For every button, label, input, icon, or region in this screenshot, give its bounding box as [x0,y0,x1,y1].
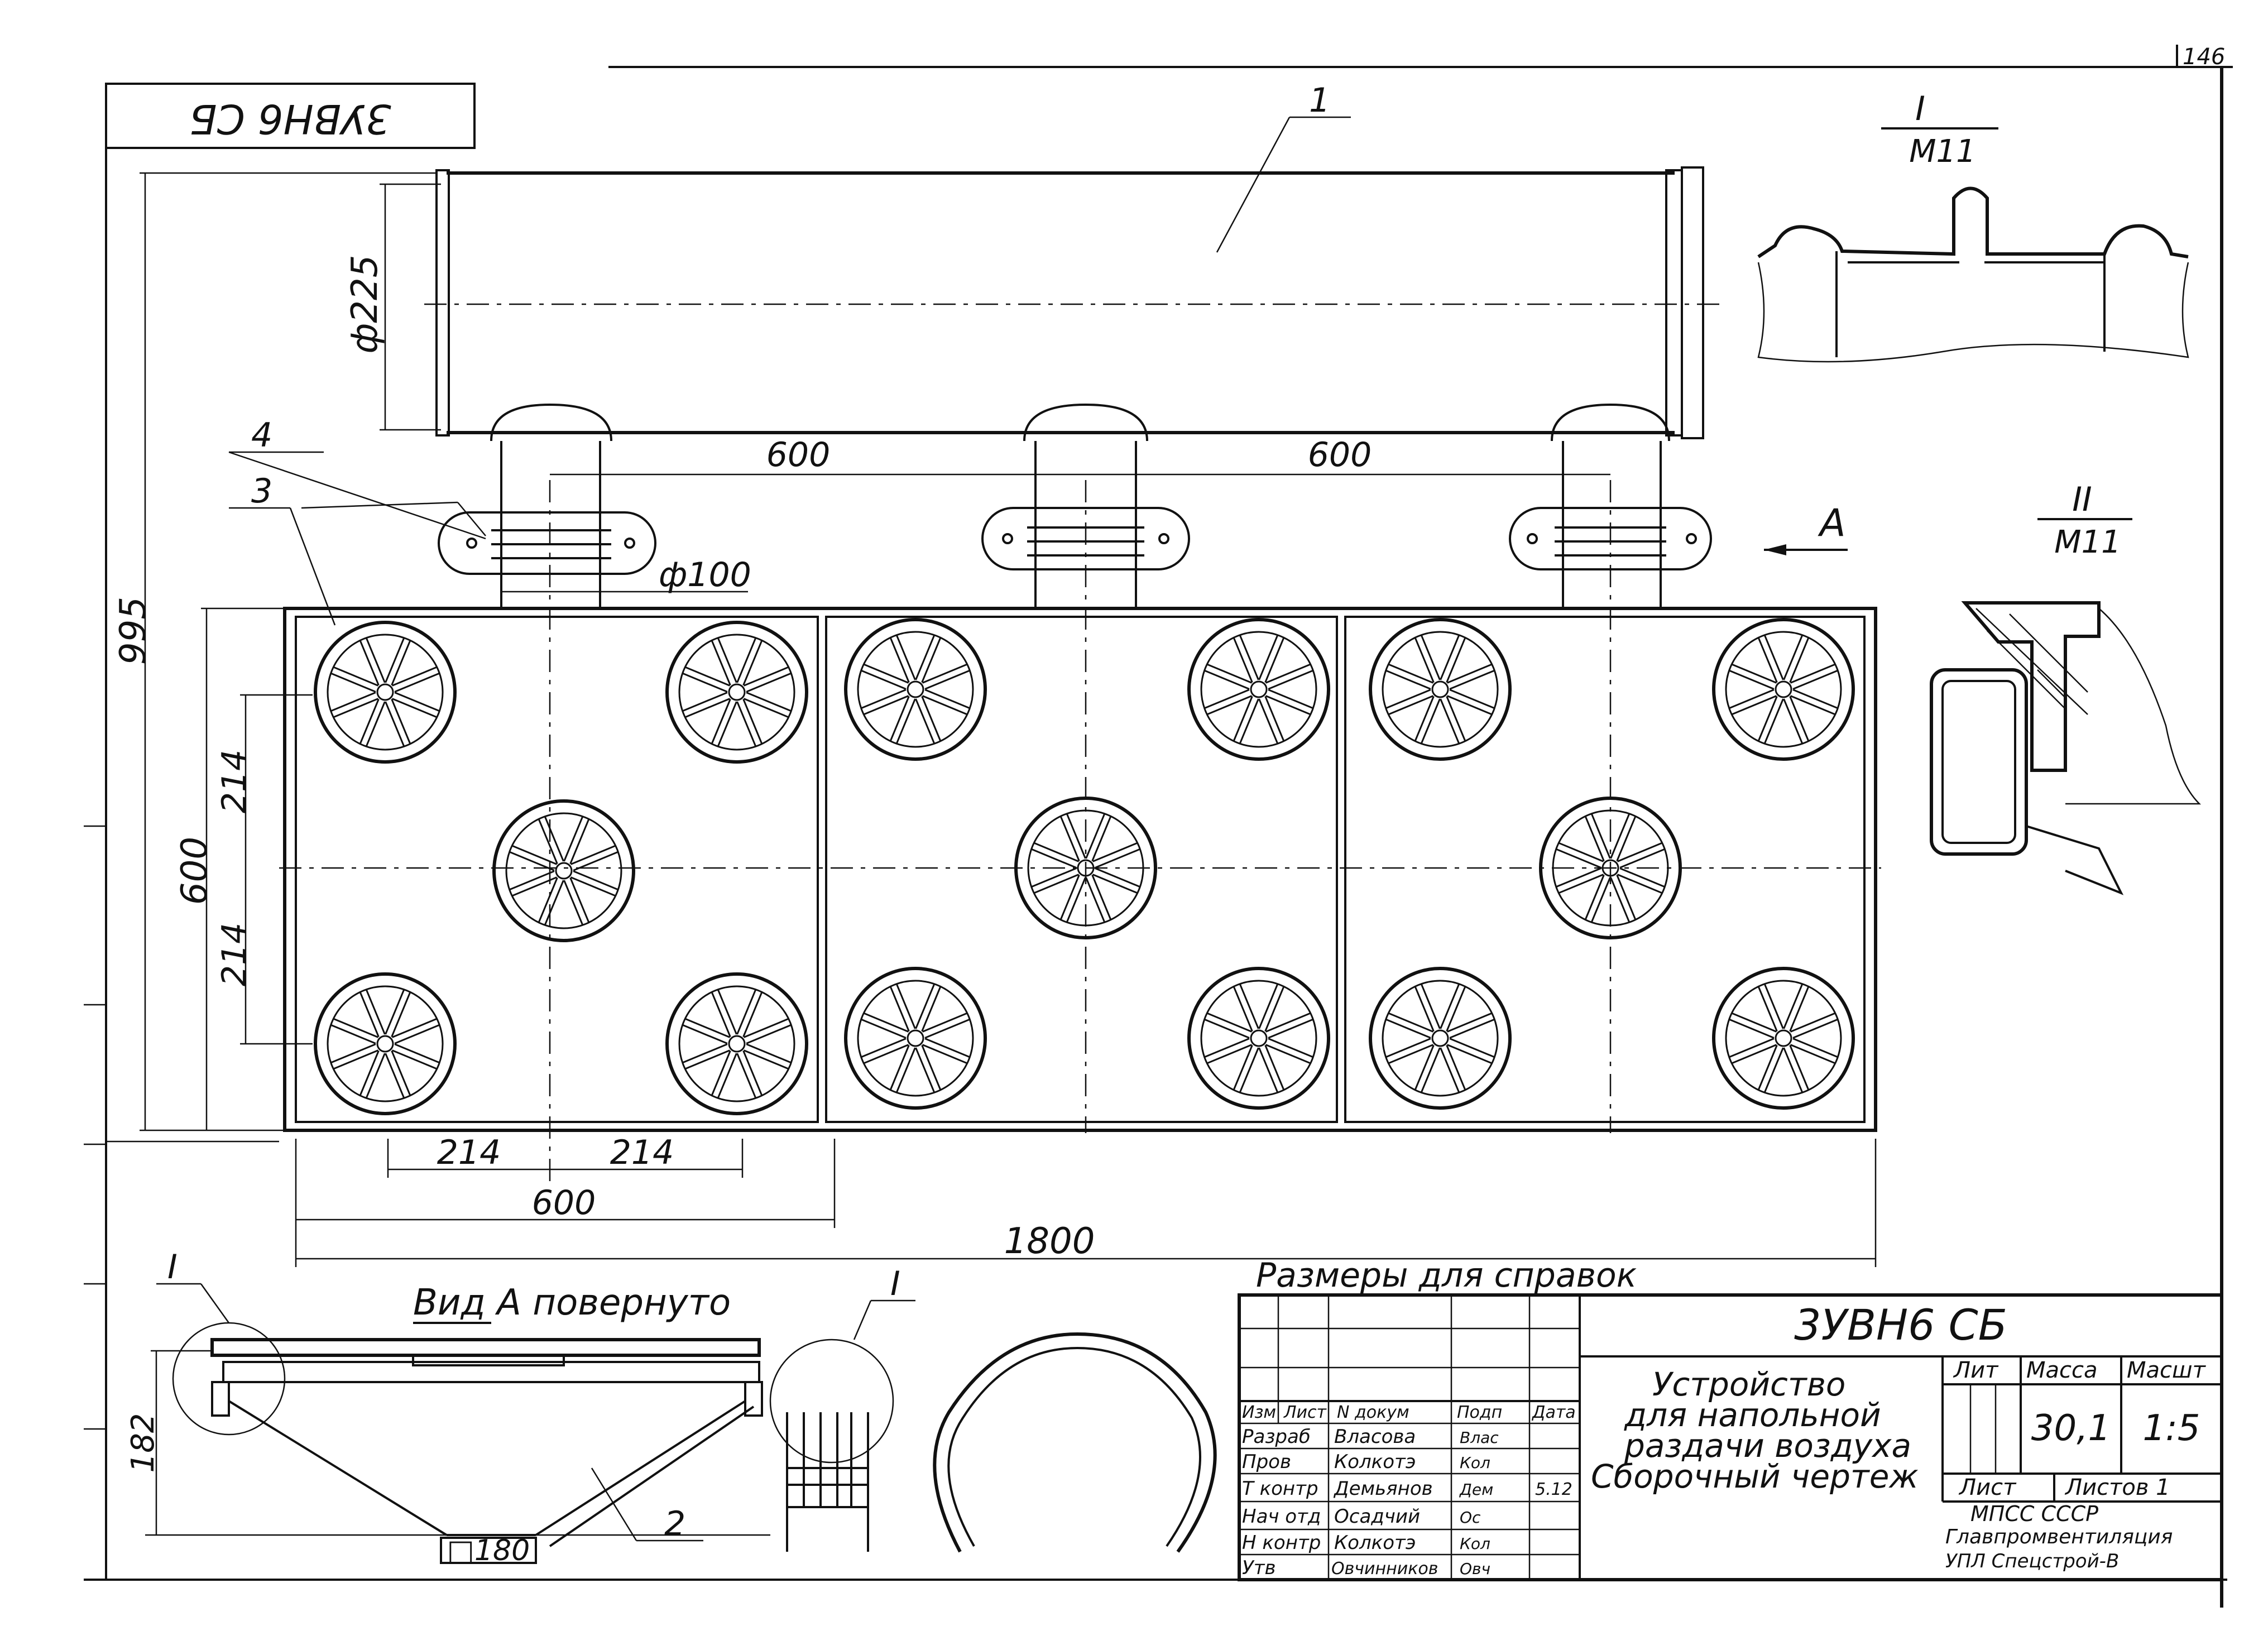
detail-2-number: II [2072,480,2092,519]
nozzle-side-view [786,1412,869,1552]
row-name-6: Овчинников [1331,1559,1438,1579]
grille-wheel [1712,967,1855,1110]
row-sign-2: Кол [1460,1454,1490,1472]
row-name-1: Власова [1334,1426,1416,1448]
grille-wheel [1014,797,1157,939]
header-sign: Подп [1457,1403,1502,1422]
callout-part-1: 1 [1309,81,1330,120]
header-list: Лист [1283,1403,1327,1422]
mirrored-stamp: 3УВН6 СБ [105,83,476,149]
dim-height-182: 182 [125,1413,161,1473]
reference-dims-note: Размеры для справок [1256,1256,1637,1295]
row-sign-3: Дем [1459,1480,1493,1499]
sheet-frame [84,45,2233,1608]
sheet-label: Лист [1958,1475,2017,1500]
header-date: Дата [1531,1403,1576,1422]
grille-wheel [844,618,987,761]
header-izm: Изм [1242,1403,1276,1422]
main-pipe [424,166,1719,439]
title-block [1238,1293,2223,1581]
scale-value: 1:5 [2143,1408,2200,1449]
mass-label: Масса [2026,1358,2098,1383]
header-doc: N докум [1337,1403,1409,1422]
row-role-1: Разраб [1242,1426,1311,1448]
row-date-3: 5.12 [1535,1480,1572,1499]
dim-height-600: 600 [174,837,215,905]
title-block-code: 3УВН6 СБ [1794,1300,2007,1350]
grille-wheel [665,621,808,764]
dim-height-214-top: 214 [215,750,254,814]
dim-width-214-right: 214 [610,1133,674,1172]
grille-wheel [1712,618,1855,761]
dim-600-left: 600 [766,435,831,474]
title-line-2: для напольной [1624,1396,1881,1434]
row-sign-4: Ос [1460,1508,1481,1527]
row-role-5: Н контр [1242,1532,1321,1554]
grille-wheel [1187,967,1330,1110]
view-a-arrow-label: А [1818,501,1846,545]
view-a-title: Вид А повернуто [413,1282,731,1323]
row-role-4: Нач отд [1242,1505,1321,1528]
row-sign-1: Влас [1460,1428,1499,1447]
row-role-3: Т контр [1242,1478,1318,1500]
scale-label: Масшт [2127,1358,2207,1383]
detail-1-number: I [1915,89,1925,128]
dim-600-right: 600 [1308,435,1372,474]
dim-width-214-left: 214 [437,1133,501,1172]
dim-height-214-bottom: 214 [215,923,254,987]
view-a-section [145,1283,915,1564]
row-name-4: Осадчий [1334,1505,1420,1528]
view-mark-left: I [167,1248,178,1287]
vertical-dims [140,172,435,1131]
detail-1-scale: М11 [1909,133,1976,170]
view-mark-mid: I [890,1264,900,1303]
horizontal-dims [106,1139,1877,1267]
row-role-6: Утв [1242,1557,1276,1579]
grille-wheel [1539,797,1682,939]
dim-base-180: □180 [447,1534,530,1567]
pipe-diameter-dim [380,183,441,431]
callout-part-2: 2 [664,1504,685,1543]
callout-part-4: 4 [251,416,272,455]
mass-value: 30,1 [2031,1408,2111,1449]
sheets-label: Листов 1 [2064,1475,2170,1500]
grille-wheel [314,621,457,764]
grille-wheel [665,972,808,1115]
row-role-2: Пров [1242,1451,1291,1473]
grille-wheels [314,618,1855,1115]
callout-part-3: 3 [251,472,272,511]
pipe-diameter-label: ф225 [344,255,386,354]
grille-wheel [314,972,457,1115]
dim-height-995: 995 [113,597,154,665]
org-line-3: УПЛ Спецстрой-В [1945,1550,2119,1572]
detail-2-section [1930,601,2202,895]
org-line-1: МПСС СССР [1970,1502,2098,1526]
dim-width-1800: 1800 [1004,1221,1095,1262]
mirrored-stamp-text: 3УВН6 СБ [189,95,391,142]
nozzle-left [438,403,656,608]
title-line-1: Устройство [1652,1365,1845,1403]
row-name-5: Колкотэ [1334,1532,1416,1554]
row-name-3: Демьянов [1333,1478,1433,1500]
row-sign-6: Овч [1460,1560,1490,1578]
grille-wheel [1369,967,1512,1110]
dim-diameter-100: ф100 [659,555,751,594]
title-line-4: Сборочный чертеж [1591,1457,1919,1495]
grille-wheel [844,967,987,1110]
detail-2-scale: М11 [2054,524,2121,560]
grille-wheel [492,799,635,942]
row-name-2: Колкотэ [1334,1451,1416,1473]
sheet-number: 146 [2183,44,2225,70]
dim-width-600: 600 [532,1183,596,1222]
lit-label: Лит [1953,1358,1999,1383]
pipe-end-view [933,1332,1217,1553]
detail-1-profile [1757,186,2189,363]
org-line-2: Главпромвентиляция [1945,1526,2173,1548]
row-sign-5: Кол [1460,1534,1490,1553]
grille-wheel [1369,618,1512,761]
grille-wheel [1187,618,1330,761]
title-line-3: раздачи воздуха [1624,1427,1911,1465]
